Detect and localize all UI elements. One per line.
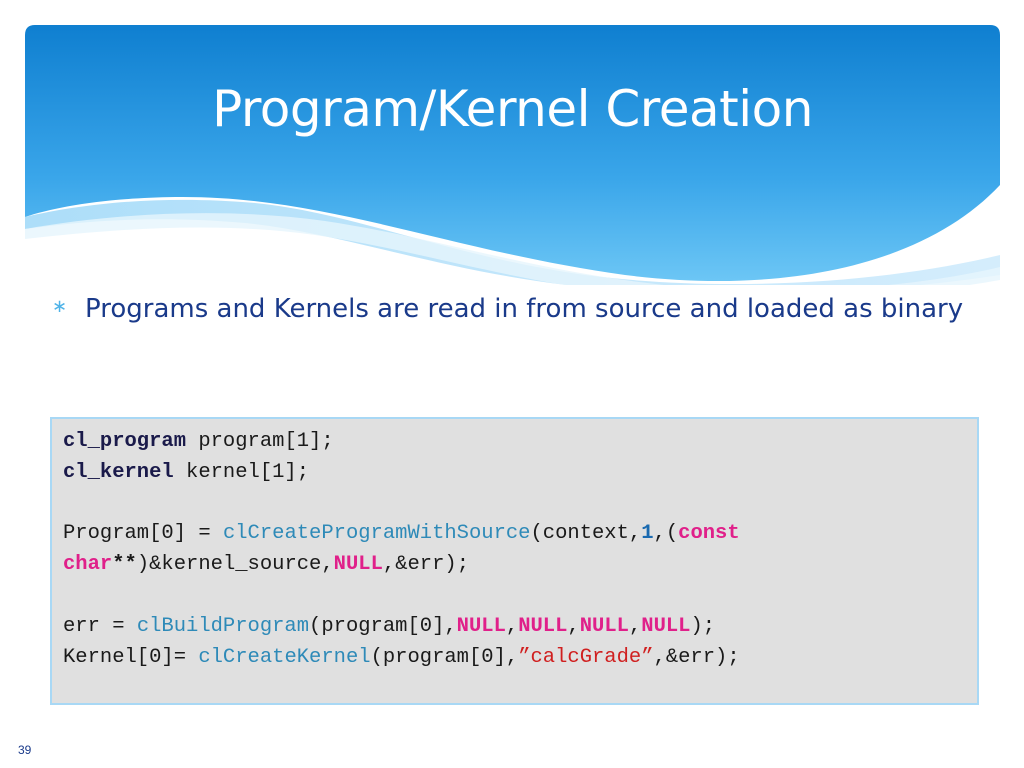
code-line-6: Kernel[0]= clCreateKernel(program[0],”ca…: [63, 646, 740, 669]
wave-banner-graphic: [25, 25, 1000, 285]
code-keyword: char: [63, 553, 113, 577]
code-text-segment: (program[0],: [370, 645, 519, 669]
code-line-5: err = clBuildProgram(program[0],NULL,NUL…: [63, 615, 715, 638]
code-text-segment: Program[0] =: [63, 522, 223, 546]
code-text-segment: )&kernel_source,: [136, 553, 334, 577]
code-function-name: clCreateKernel: [198, 645, 371, 669]
code-comma: ,: [628, 614, 642, 638]
asterisk-bullet-icon: ∗: [52, 296, 68, 316]
code-function-name: clCreateProgramWithSource: [222, 522, 531, 546]
code-text-segment: err =: [63, 614, 137, 638]
code-text-segment: );: [690, 614, 716, 638]
code-text-segment: ,(: [653, 522, 679, 546]
code-string: ”calcGrade”: [518, 645, 654, 669]
code-number: 1: [641, 522, 654, 546]
code-text-segment: ,&err);: [382, 553, 470, 577]
code-function-name: clBuildProgram: [136, 614, 310, 638]
code-keyword: const: [678, 522, 740, 546]
code-line-4: char**)&kernel_source,NULL,&err);: [63, 553, 469, 576]
code-null-keyword: NULL: [456, 614, 506, 638]
code-null-keyword: NULL: [333, 553, 383, 577]
page-number: 39: [18, 743, 32, 757]
code-line-1: cl_program program[1];: [63, 430, 334, 453]
code-null-keyword: NULL: [579, 614, 629, 638]
code-null-keyword: NULL: [518, 614, 568, 638]
title-banner: [25, 25, 1000, 285]
code-text-segment: (context,: [530, 522, 642, 546]
bullet-text: Programs and Kernels are read in from so…: [85, 294, 964, 324]
code-pointer-stars: **: [112, 553, 137, 577]
code-line-3: Program[0] = clCreateProgramWithSource(c…: [63, 522, 740, 545]
slide-title: Program/Kernel Creation: [212, 80, 813, 138]
code-text-segment: (program[0],: [309, 614, 457, 638]
code-text-segment: kernel[1];: [173, 460, 310, 484]
code-text-segment: Kernel[0]=: [63, 645, 199, 669]
code-text-segment: program[1];: [186, 430, 334, 453]
code-text: cl_program program[1]; cl_kernel kernel[…: [63, 427, 740, 673]
code-block: cl_program program[1]; cl_kernel kernel[…: [50, 417, 979, 705]
code-text-segment: ,&err);: [653, 645, 740, 669]
code-type-keyword: cl_kernel: [63, 460, 174, 484]
code-comma: ,: [505, 614, 519, 638]
code-null-keyword: NULL: [641, 614, 691, 638]
code-type-keyword: cl_program: [63, 430, 187, 453]
code-line-2: cl_kernel kernel[1];: [63, 461, 309, 484]
code-comma: ,: [567, 614, 580, 638]
